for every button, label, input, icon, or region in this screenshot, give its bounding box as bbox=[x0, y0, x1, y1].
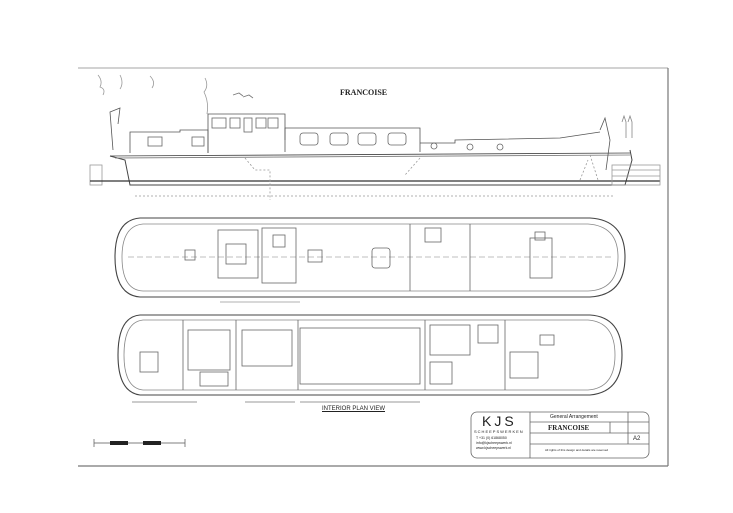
interior-plan-label: INTERIOR PLAN VIEW bbox=[322, 406, 386, 412]
side-elevation bbox=[89, 74, 661, 200]
company-logo: KJS bbox=[482, 413, 517, 429]
contact-email: info@kjscheepswerk.nl bbox=[476, 441, 512, 445]
contact-web: www.kjscheepswerk.nl bbox=[476, 446, 512, 450]
contact-phone: T +31 (0) 61868050 bbox=[476, 436, 507, 440]
rights-note: All rights of this design and details ar… bbox=[545, 448, 609, 452]
title-block-vessel-name: FRANCOISE bbox=[548, 424, 590, 432]
sheet-size: A2 bbox=[633, 436, 641, 442]
deck-plan-view bbox=[114, 217, 626, 303]
sheet-frame bbox=[78, 67, 669, 467]
title-block-heading: General Arrangement bbox=[550, 414, 598, 420]
drawing-title: FRANCOISE bbox=[340, 88, 388, 97]
scale-bar bbox=[93, 439, 186, 447]
title-block-frame bbox=[470, 411, 650, 459]
company-subtitle: SCHEEPSWERKEN bbox=[474, 429, 524, 434]
interior-plan-view bbox=[117, 314, 623, 403]
